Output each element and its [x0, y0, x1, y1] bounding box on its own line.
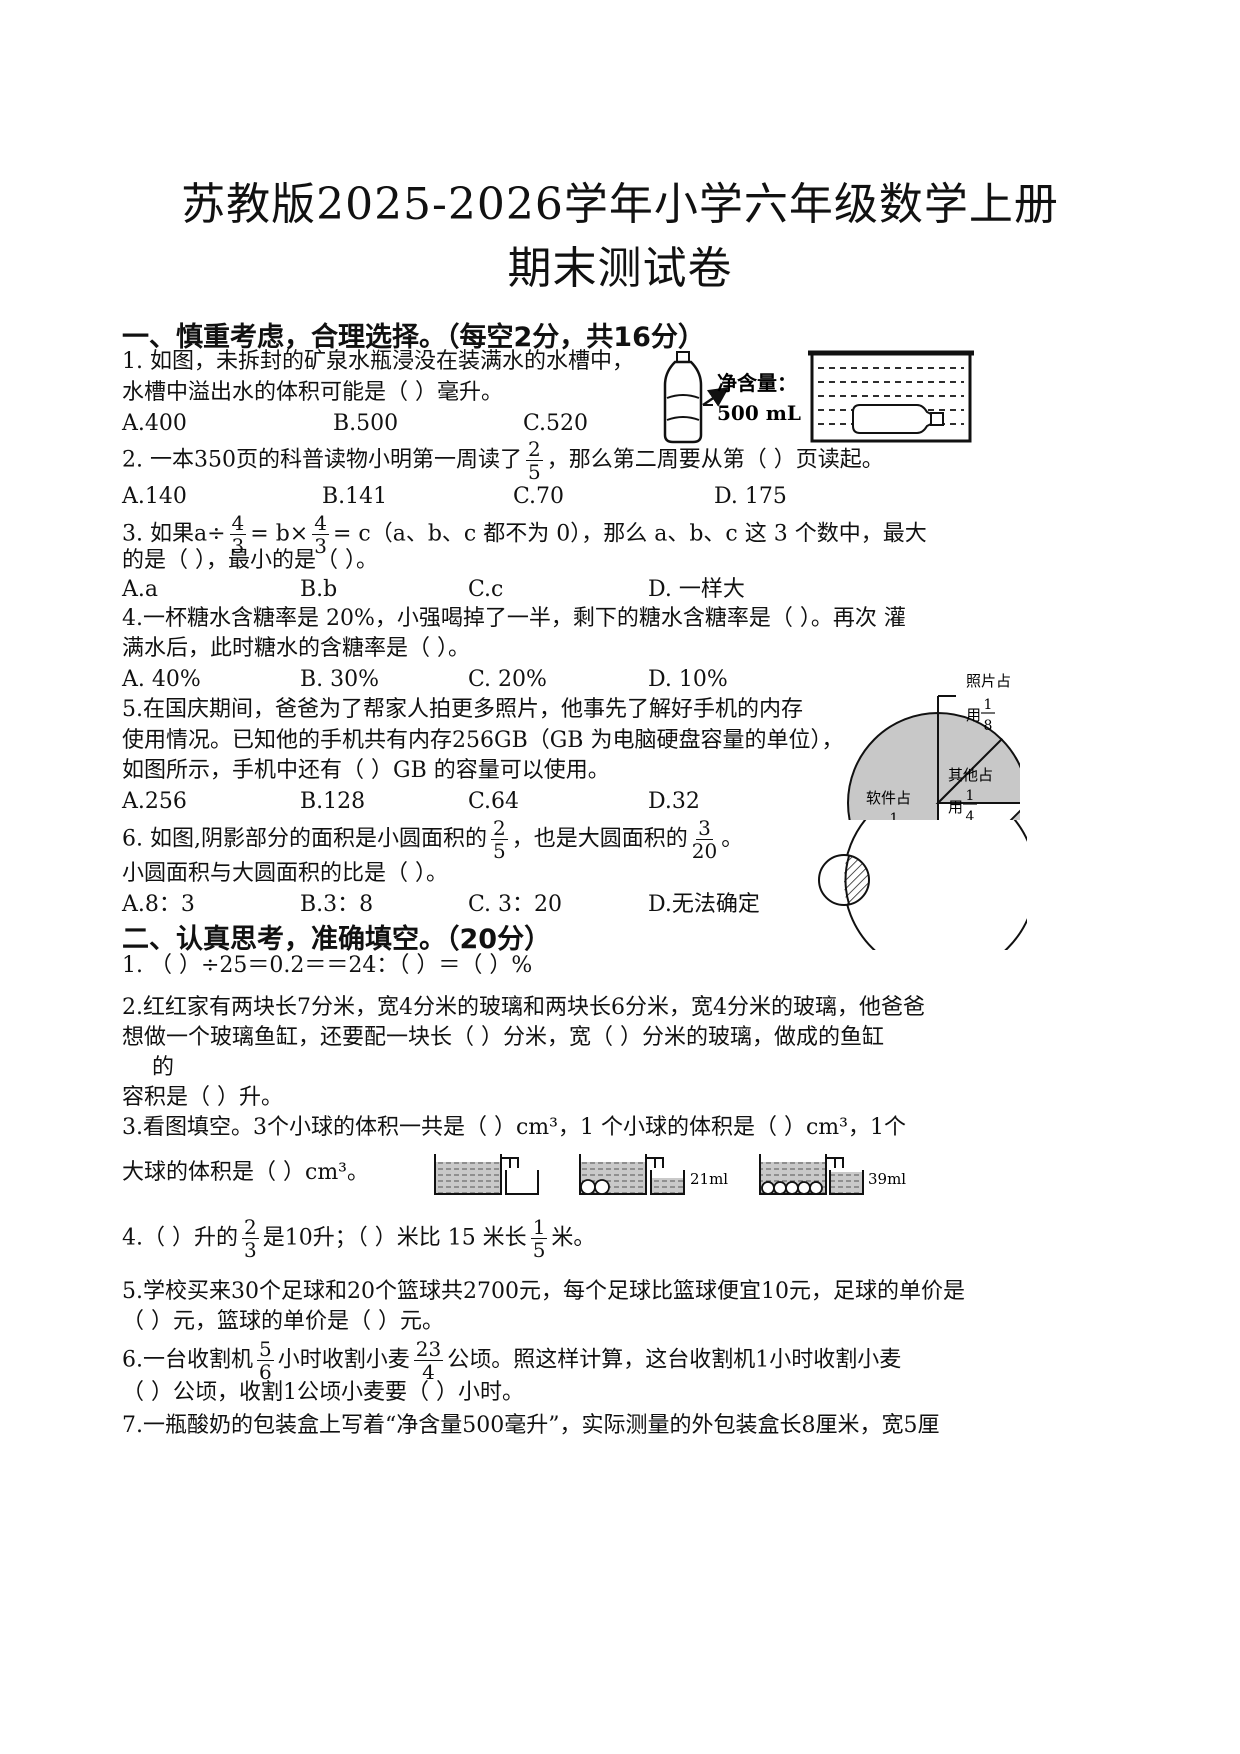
big-circle — [843, 820, 1027, 950]
s1-q3-option-a: A.a — [122, 577, 158, 602]
s1-q1-option-b: B.500 — [333, 411, 399, 436]
s1-q1-line2: 水槽中溢出水的体积可能是（ ）毫升。 — [122, 380, 503, 405]
beaker-empty — [434, 1154, 539, 1195]
s1-q3-option-b: B.b — [300, 577, 338, 602]
s1-q4-option-a: A. 40% — [122, 667, 201, 692]
s2-q5-line2: （ ）元，篮球的单价是（ ）元。 — [122, 1309, 444, 1334]
bottle-icon — [663, 351, 703, 444]
s1-q5-line1: 5.在国庆期间，爸爸为了帮家人拍更多照片，他事先了解好手机的内存 — [122, 697, 803, 722]
beakers-figure: 21ml 39ml — [434, 1154, 906, 1195]
beaker-3-small-balls: 21ml — [579, 1154, 728, 1195]
s2-q2-line2: 想做一个玻璃鱼缸，还要配一块长（ ）分米，宽（ ）分米的玻璃，做成的鱼缸 — [122, 1025, 884, 1050]
s1-q4-option-c: C. 20% — [468, 667, 547, 692]
s1-q2-option-d: D. 175 — [714, 484, 787, 509]
beaker-big-and-small-balls: 39ml — [759, 1154, 906, 1195]
s1-q4-option-d: D. 10% — [648, 667, 728, 692]
water-tank — [808, 350, 974, 443]
s1-q1-line1: 1. 如图，未拆封的矿泉水瓶浸没在装满水的水槽中， — [122, 349, 634, 374]
s2-q3-line2: 大球的体积是（ ）cm³。 — [122, 1160, 369, 1185]
s1-q1-option-c: C.520 — [523, 411, 589, 436]
s1-q6-option-c: C. 3：20 — [468, 892, 563, 917]
s1-q3-option-d: D. 一样大 — [648, 577, 745, 602]
s1-q5-line2: 使用情况。已知他的手机共有内存256GB（GB 为电脑硬盘容量的单位）， — [122, 728, 844, 753]
svg-text:1: 1 — [890, 811, 899, 827]
s1-q3-line2: 的是（ ），最小的是（ ）。 — [122, 548, 378, 573]
s1-q2-option-b: B.141 — [322, 484, 388, 509]
s1-q5-option-b: B.128 — [300, 789, 366, 814]
bottle-tank-figure: 净含量： 500 mL — [663, 350, 974, 444]
page-title: 苏教版2025-2026学年小学六年级数学上册 — [181, 179, 1059, 230]
photo-label: 照片占 — [966, 672, 1011, 690]
s2-q2-line4: 容积是（ ）升。 — [122, 1085, 283, 1110]
s1-q3-option-c: C.c — [468, 577, 504, 602]
shaded-overlap — [844, 855, 869, 905]
net-content-label: 净含量： — [717, 371, 797, 395]
circles-figure — [812, 820, 1027, 950]
page-subtitle: 期末测试卷 — [507, 243, 733, 294]
section1-heading: 一、慎重考虑，合理选择。（每空2分，共16分） — [122, 322, 705, 353]
software-label: 软件占 — [866, 789, 911, 807]
s1-q1-option-a: A.400 — [122, 411, 187, 436]
svg-text:用: 用 — [948, 798, 963, 816]
s1-q5-line3: 如图所示，手机中还有（ ）GB 的容量可以使用。 — [122, 758, 610, 783]
s2-q5-line1: 5.学校买来30个足球和20个篮球共2700元，每个足球比篮球便宜10元，足球的… — [122, 1279, 965, 1304]
s2-q6-line2: （ ）公顷，收割1公顷小麦要（ ）小时。 — [122, 1380, 524, 1405]
s1-q2-option-a: A.140 — [122, 484, 187, 509]
pie-slice-other — [935, 737, 1020, 804]
other-label: 其他占 — [948, 766, 993, 784]
svg-text:用: 用 — [966, 706, 981, 724]
s1-q6-option-d: D.无法确定 — [648, 892, 760, 917]
s2-q2-line1: 2.红红家有两块长7分米，宽4分米的玻璃和两块长6分米，宽4分米的玻璃，他爸爸 — [122, 995, 925, 1020]
s1-q5-option-a: A.256 — [122, 789, 187, 814]
overflow-39ml-label: 39ml — [868, 1170, 906, 1188]
s1-q6-option-a: A.8：3 — [122, 892, 195, 917]
svg-text:1: 1 — [966, 788, 975, 804]
svg-text:4: 4 — [966, 809, 975, 825]
overflow-21ml-label: 21ml — [690, 1170, 728, 1188]
section2-heading: 二、认真思考，准确填空。（20分） — [122, 924, 552, 955]
s2-q1: 1. （ ）÷25＝0.2＝＝24：（ ）＝（ ）% — [122, 953, 533, 978]
s2-q2-line3: 的 — [152, 1055, 175, 1080]
s1-q6-option-b: B.3：8 — [300, 892, 374, 917]
s1-q5-option-c: C.64 — [468, 789, 520, 814]
s1-q6-line2: 小圆面积与大圆面积的比是（ ）。 — [122, 861, 448, 886]
net-content-value: 500 mL — [717, 401, 801, 425]
s1-q4-option-b: B. 30% — [300, 667, 380, 692]
s2-q3-line1: 3.看图填空。3个小球的体积一共是（ ）cm³，1 个小球的体积是（ ）cm³，… — [122, 1115, 906, 1140]
svg-text:1: 1 — [984, 697, 993, 713]
s2-q7-line1: 7.一瓶酸奶的包装盒上写着“净含量500毫升”，实际测量的外包装盒长8厘米，宽5… — [122, 1413, 940, 1438]
s1-q4-line2: 满水后，此时糖水的含糖率是（ ）。 — [122, 636, 470, 661]
svg-text:8: 8 — [984, 718, 993, 734]
s1-q4-line1: 4.一杯糖水含糖率是 20%，小强喝掉了一半，剩下的糖水含糖率是（ ）。再次 灌 — [122, 606, 906, 631]
s1-q2-option-c: C.70 — [513, 484, 565, 509]
s1-q5-option-d: D.32 — [648, 789, 700, 814]
